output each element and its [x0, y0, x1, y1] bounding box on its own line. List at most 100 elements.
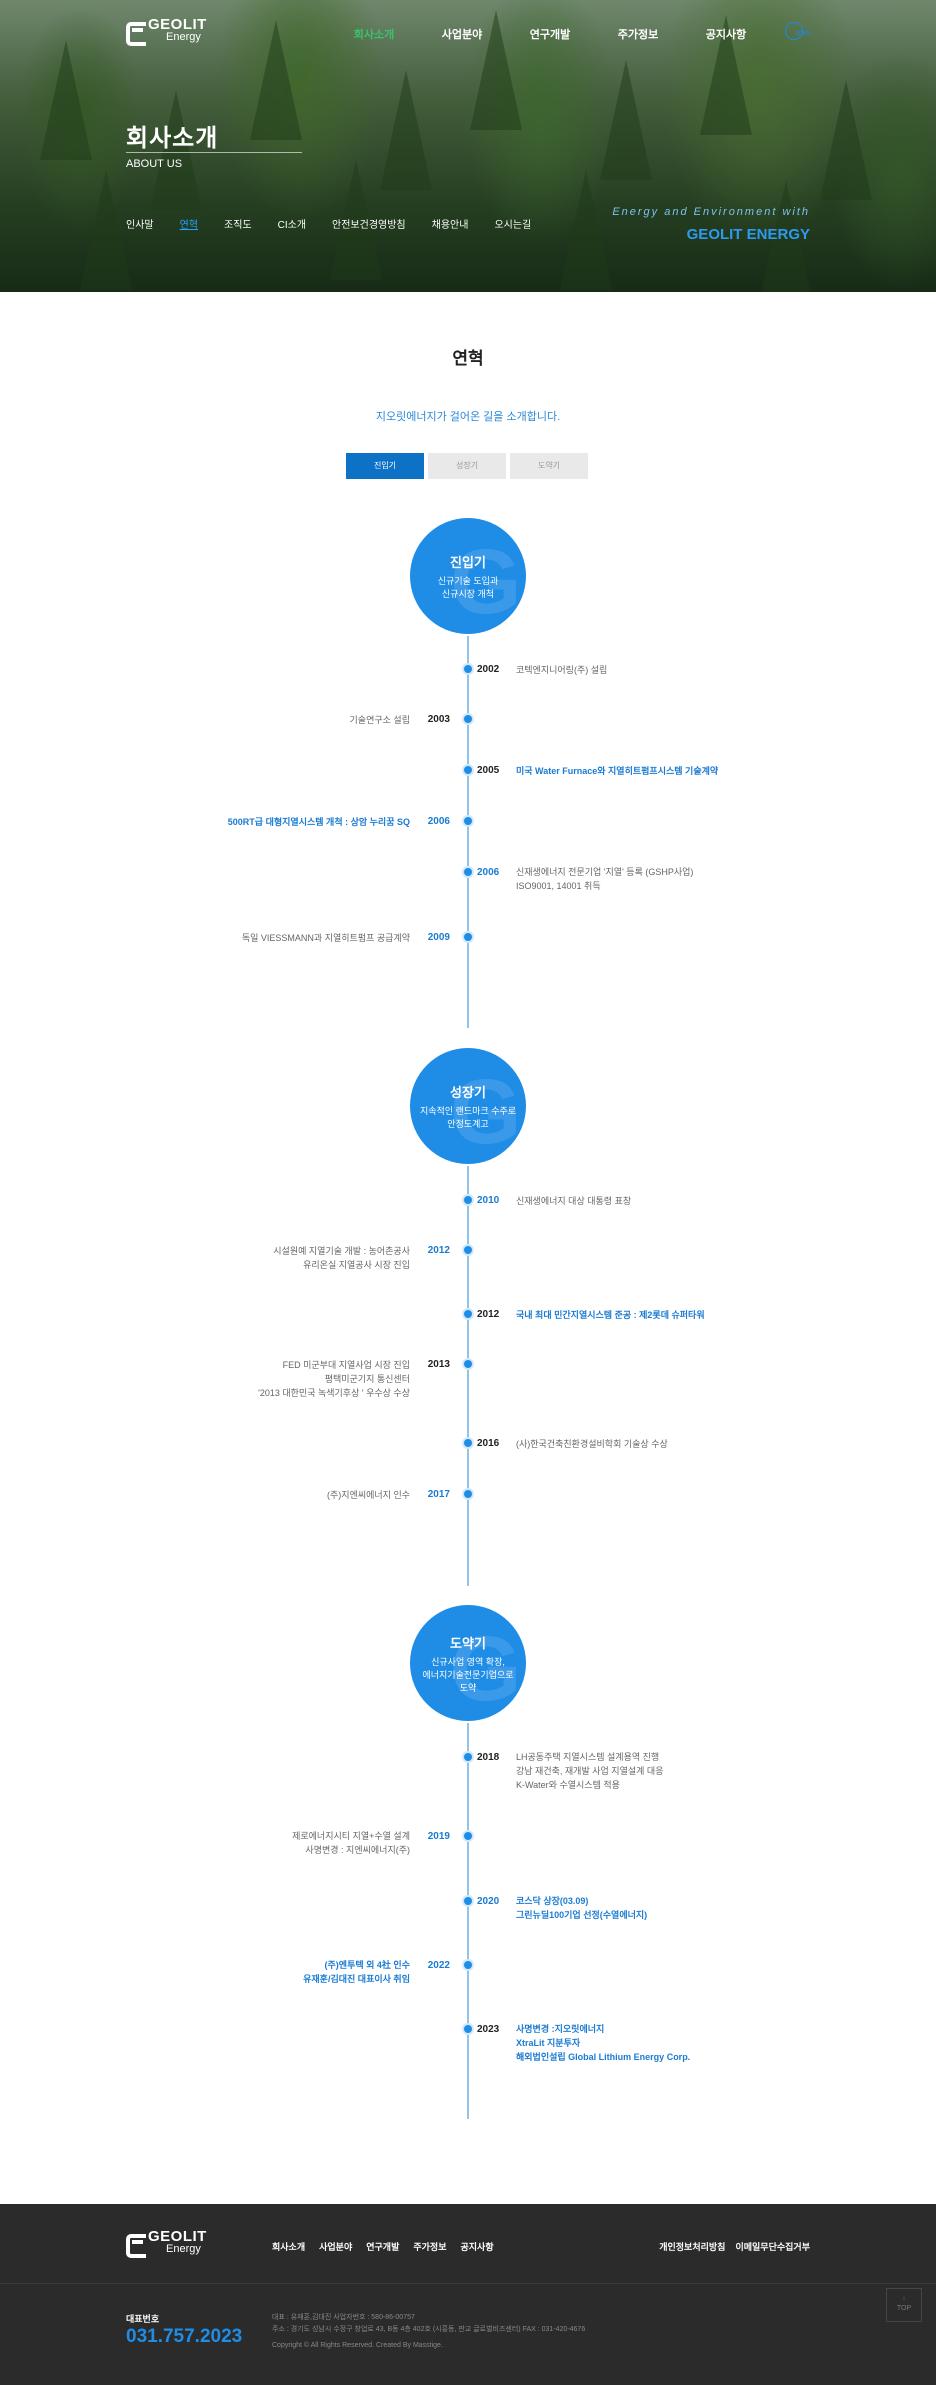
event-text: 미국 Water Furnace와 지열히트펌프시스템 기술계약 [516, 766, 719, 776]
timeline-dot [464, 933, 472, 941]
event-year: 2002 [477, 664, 500, 675]
event-text: 독일 VIESSMANN과 지열히트펌프 공급계약 [241, 933, 410, 943]
slogan-line2: GEOLIT ENERGY [686, 226, 810, 243]
nav-business[interactable]: 사업분야 [441, 29, 483, 41]
timeline-dot [464, 2025, 472, 2033]
watermark-g-icon: G [450, 1061, 522, 1163]
event-text: 신재생에너지 전문기업 '지열' 등록 (GSHP사업)ISO9001, 140… [516, 867, 694, 891]
timeline-dot [464, 1439, 472, 1447]
subnav-recruit[interactable]: 채용안내 [431, 220, 469, 231]
subnav-ci[interactable]: CI소개 [277, 220, 307, 231]
timeline-dot [464, 868, 472, 876]
event-text: 신재생에너지 대상 대통령 표창 [516, 1196, 632, 1206]
event-year: 2022 [427, 1960, 450, 1971]
timeline-dot [464, 1753, 472, 1761]
main-nav: 회사소개 사업분야 연구개발 주가정보 공지사항 [330, 26, 770, 42]
site-footer: GEOLIT Energy 회사소개 사업분야 연구개발 주가정보 공지사항 개… [0, 2204, 936, 2385]
nav-about[interactable]: 회사소개 [353, 29, 395, 41]
subnav-safety-policy[interactable]: 안전보건경영방침 [332, 220, 406, 231]
event-year: 2012 [477, 1309, 500, 1320]
timeline-dot [464, 715, 472, 723]
tab-leap[interactable]: 도약기 [510, 453, 588, 479]
timeline-dot [464, 1961, 472, 1969]
timeline-dot [464, 1897, 472, 1905]
timeline-dot [464, 1246, 472, 1254]
timeline-dot [464, 817, 472, 825]
subnav-organization[interactable]: 조직도 [224, 220, 252, 231]
timeline-line [467, 636, 469, 1028]
period-tabs: 진입기 성장기 도약기 [346, 453, 588, 479]
event-text: 국내 최대 민간지열시스템 준공 : 제2롯데 슈퍼타워 [516, 1310, 705, 1320]
event-text: 코텍엔지니어링(주) 설립 [516, 665, 608, 675]
footer-nav-notice[interactable]: 공지사항 [460, 2242, 494, 2252]
subnav-history[interactable]: 연혁 [179, 220, 199, 231]
section-intro: 지오릿에너지가 걸어온 길을 소개합니다. [375, 411, 561, 423]
timeline-dot [464, 665, 472, 673]
timeline-dot [464, 1490, 472, 1498]
slogan-line1: Energy and Environment with [612, 206, 810, 218]
logo-mark-icon [126, 2232, 146, 2259]
rep-phone-label: 대표번호 [126, 2314, 160, 2324]
event-text: 기술연구소 설립 [349, 715, 410, 725]
event-year: 2023 [477, 2024, 500, 2035]
nav-notice[interactable]: 공지사항 [705, 29, 747, 41]
email-refusal-link[interactable]: 이메일무단수집거부 [735, 2242, 810, 2252]
timeline-line [467, 1166, 469, 1586]
title-divider [126, 152, 302, 153]
timeline-dot [464, 1832, 472, 1840]
footer-nav-about[interactable]: 회사소개 [272, 2242, 306, 2252]
event-year: 2017 [427, 1489, 450, 1500]
event-year: 2018 [477, 1752, 500, 1763]
footer-nav-business[interactable]: 사업분야 [319, 2242, 353, 2252]
event-year: 2016 [477, 1438, 500, 1449]
event-year: 2020 [477, 1896, 500, 1907]
logo-mark-icon [126, 20, 146, 47]
footer-logo[interactable]: GEOLIT Energy [126, 2229, 207, 2259]
footer-nav-stock[interactable]: 주가정보 [413, 2242, 447, 2252]
event-year: 2012 [427, 1245, 450, 1256]
subnav-greeting[interactable]: 인사말 [126, 220, 154, 231]
nav-stock[interactable]: 주가정보 [617, 29, 659, 41]
event-year: 2013 [427, 1359, 450, 1370]
event-text: 500RT급 대형지열시스템 개척 : 상암 누리꿈 SQ [227, 817, 410, 827]
timeline-line [467, 1723, 469, 2119]
rep-phone-number: 031.757.2023 [126, 2326, 243, 2347]
footer-nav-research[interactable]: 연구개발 [366, 2242, 400, 2252]
event-year: 2003 [427, 714, 450, 725]
timeline-dot [464, 1360, 472, 1368]
watermark-g-icon: G [450, 1618, 522, 1720]
event-text: (사)한국건축친환경설비학회 기술상 수상 [516, 1439, 668, 1449]
footer-nav: 회사소개 사업분야 연구개발 주가정보 공지사항 [272, 2240, 508, 2253]
site-logo[interactable]: GEOLIT Energy [126, 17, 207, 47]
tab-entry[interactable]: 진입기 [346, 453, 424, 479]
privacy-policy-link[interactable]: 개인정보처리방침 [659, 2242, 726, 2252]
scroll-top-button[interactable]: ↑ TOP [886, 2288, 922, 2322]
language-globe-icon[interactable]: ENG [785, 22, 811, 40]
event-text: (주)지엔씨에너지 인수 [326, 1490, 410, 1500]
arrow-up-icon: ↑ [902, 2296, 906, 2303]
timeline-dot [464, 766, 472, 774]
sub-nav: 인사말 연혁 조직도 CI소개 안전보건경영방침 채용안내 오시는길 [126, 216, 557, 231]
subnav-location[interactable]: 오시는길 [494, 220, 532, 231]
event-year: 2010 [477, 1195, 500, 1206]
timeline-dot [464, 1196, 472, 1204]
watermark-g-icon: G [450, 531, 522, 633]
page-subtitle: ABOUT US [126, 158, 183, 170]
event-year: 2006 [477, 867, 500, 878]
section-title: 연혁 [452, 349, 484, 368]
company-info: 대표 : 유재훈,김대진 사업자번호 : 580-86-00757 [272, 2314, 415, 2321]
footer-policy-links: 개인정보처리방침 이메일무단수집거부 [649, 2240, 810, 2253]
hero-banner: GEOLIT Energy 회사소개 사업분야 연구개발 주가정보 공지사항 E… [0, 0, 936, 292]
tab-growth[interactable]: 성장기 [428, 453, 506, 479]
company-address: 주소 : 경기도 성남시 수정구 창업로 43, B동 4층 402호 (시흥동… [272, 2326, 586, 2333]
nav-research[interactable]: 연구개발 [529, 29, 571, 41]
event-year: 2005 [477, 765, 500, 776]
